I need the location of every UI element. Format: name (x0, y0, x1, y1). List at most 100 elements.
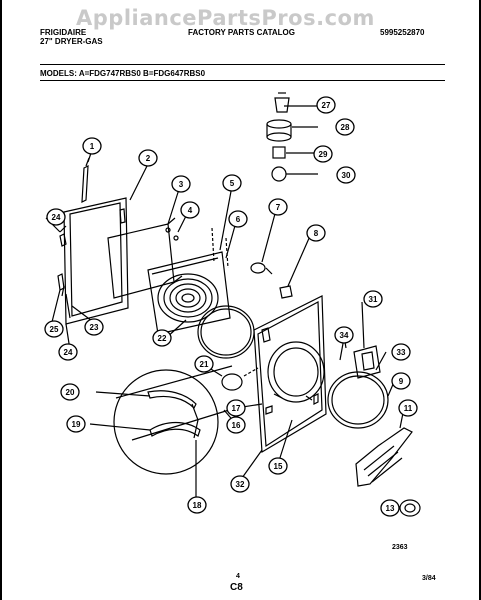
callout-bubble (391, 343, 411, 361)
callout-18: 18 (187, 496, 207, 514)
callout-number: 31 (369, 295, 378, 304)
callout-21: 21 (194, 355, 214, 373)
callout-number: 29 (319, 150, 328, 159)
callout-28: 28 (335, 118, 355, 136)
page-number: 4 (236, 573, 240, 580)
callout-number: 8 (314, 229, 319, 238)
callout-bubble (398, 399, 418, 417)
magnify-leader (115, 365, 243, 441)
callout-number: 33 (397, 348, 406, 357)
callout-bubble (313, 145, 333, 163)
callout-2: 2 (138, 149, 158, 167)
watermark: AppliancePartsPros.com (76, 6, 375, 30)
callout-25: 25 (44, 320, 64, 338)
callout-bubble (84, 318, 104, 336)
callout-bubble (46, 208, 66, 226)
callout-20: 20 (60, 383, 80, 401)
part-19-latch (149, 421, 201, 437)
callout-layer: 1234567891113151617181920212223242425272… (44, 96, 418, 517)
catalog-number: 5995252870 (380, 28, 425, 37)
callout-13: 13 (380, 499, 400, 517)
part-3-door-glass (107, 223, 175, 299)
callout-bubble (230, 475, 250, 493)
part-28-cap-top (266, 119, 292, 129)
callout-bubble (152, 329, 172, 347)
callout-number: 4 (188, 206, 193, 215)
callout-bubble (180, 201, 200, 219)
callout-bubble (306, 224, 326, 242)
callout-number: 30 (342, 171, 351, 180)
header-rule-bottom (40, 80, 445, 81)
callout-bubble (187, 496, 207, 514)
models-line: MODELS: A=FDG747RBS0 B=FDG647RBS0 (40, 69, 206, 78)
drawing-lines (45, 92, 421, 517)
callout-number: 24 (52, 213, 61, 222)
door-handle (119, 208, 126, 224)
callout-number: 7 (276, 203, 281, 212)
detail-circle (113, 369, 219, 475)
part-22-seal-ring (197, 305, 255, 359)
callout-bubble (268, 198, 288, 216)
callout-bubble (335, 118, 355, 136)
callout-8: 8 (306, 224, 326, 242)
catalog-title: FACTORY PARTS CATALOG (188, 28, 295, 37)
callout-number: 21 (200, 360, 209, 369)
part-31-latch-plate (353, 345, 381, 379)
callout-16: 16 (226, 416, 246, 434)
callout-27: 27 (316, 96, 336, 114)
callout-11: 11 (398, 399, 418, 417)
callout-24: 24 (58, 343, 78, 361)
part-28-cap-bottom (266, 132, 292, 142)
callout-29: 29 (313, 145, 333, 163)
callout-31: 31 (363, 290, 383, 308)
callout-24: 24 (46, 208, 66, 226)
callout-bubble (363, 290, 383, 308)
part-27-knob (274, 97, 290, 113)
callout-bubble (194, 355, 214, 373)
callout-bubble (226, 416, 246, 434)
callout-bubble (66, 415, 86, 433)
callout-bubble (380, 499, 400, 517)
part-1-clip (81, 164, 89, 204)
product-label: 27" DRYER-GAS (40, 37, 103, 46)
callout-17: 17 (226, 399, 246, 417)
callout-bubble (316, 96, 336, 114)
part-9-door-gasket (327, 371, 389, 429)
callout-15: 15 (268, 457, 288, 475)
header-rule-top (40, 64, 445, 65)
callout-number: 11 (404, 404, 413, 413)
callout-3: 3 (171, 175, 191, 193)
part-7-bracket (250, 262, 266, 274)
part-30-lamp (271, 166, 287, 182)
callout-bubble (391, 372, 411, 390)
callout-number: 24 (64, 348, 73, 357)
callout-bubble (44, 320, 64, 338)
callout-number: 16 (232, 421, 241, 430)
part-13-washer (399, 499, 421, 517)
callout-number: 17 (232, 404, 241, 413)
brand-label: FRIGIDAIRE (40, 28, 87, 37)
callout-19: 19 (66, 415, 86, 433)
callout-34: 34 (334, 326, 354, 344)
callout-7: 7 (268, 198, 288, 216)
callout-1: 1 (82, 137, 102, 155)
callout-number: 34 (340, 331, 349, 340)
part-2-door-panel (63, 197, 129, 325)
callout-bubble (336, 166, 356, 184)
callout-number: 6 (236, 215, 241, 224)
callout-bubble (171, 175, 191, 193)
callout-bubble (138, 149, 158, 167)
callout-number: 32 (236, 480, 245, 489)
callout-22: 22 (152, 329, 172, 347)
callout-33: 33 (391, 343, 411, 361)
callout-32: 32 (230, 475, 250, 493)
callout-23: 23 (84, 318, 104, 336)
lint-grille (157, 273, 219, 323)
callout-30: 30 (336, 166, 356, 184)
callout-number: 5 (230, 179, 235, 188)
callout-number: 20 (66, 388, 75, 397)
callout-number: 15 (274, 462, 283, 471)
callout-number: 28 (341, 123, 350, 132)
